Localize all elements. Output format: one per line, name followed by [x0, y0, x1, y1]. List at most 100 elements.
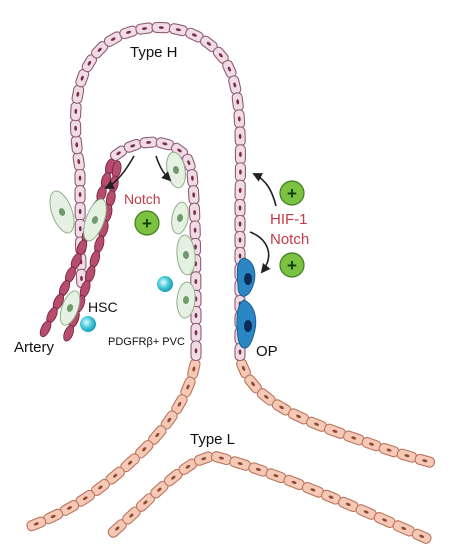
perivascular-cells [49, 151, 196, 326]
cell-nucleus [130, 144, 136, 148]
cell-nucleus [401, 526, 407, 531]
endothelial-cell [228, 75, 242, 95]
osteoprogenitor-cells [236, 257, 257, 349]
endothelial-cell [155, 137, 175, 151]
cell-nucleus [129, 513, 134, 518]
cell-nucleus [233, 82, 237, 88]
cell-nucleus [218, 456, 224, 460]
cell-nucleus [157, 487, 162, 492]
cell-nucleus [239, 169, 242, 175]
cell-nucleus [113, 473, 118, 478]
cell-nucleus [176, 214, 184, 222]
cell-nucleus [351, 436, 357, 440]
endothelial-cell [70, 135, 83, 155]
endothelial-cell [189, 220, 201, 240]
type-h-label: Type H [130, 44, 178, 61]
cell-nucleus [369, 442, 375, 446]
plus-signal-top-right: + [279, 180, 305, 206]
endothelial-cell [187, 185, 200, 205]
cell-nucleus [194, 330, 198, 336]
plus-signal-left: + [134, 210, 160, 236]
cell-nucleus [116, 151, 121, 156]
cell-nucleus [127, 460, 133, 465]
cell-nucleus [332, 429, 338, 433]
endothelial-cell [234, 198, 246, 218]
endothelial-cell [361, 436, 382, 452]
perivascular-cell [83, 198, 107, 242]
cell-nucleus [67, 506, 72, 510]
cell-nucleus [241, 365, 246, 371]
cell-nucleus [87, 60, 92, 66]
cell-nucleus [238, 237, 242, 243]
cell-nucleus [98, 485, 103, 490]
cell-nucleus [296, 414, 301, 419]
cell-nucleus [141, 27, 148, 31]
endothelial-cell [301, 481, 325, 498]
cell-nucleus [382, 518, 388, 522]
type-l-right-branch [236, 358, 436, 468]
cell-nucleus [237, 462, 243, 466]
endothelial-cell [188, 202, 201, 223]
endothelial-cell [378, 442, 400, 458]
cell-nucleus [167, 417, 172, 423]
perivascular-cell [176, 281, 196, 319]
endothelial-cell [414, 453, 436, 468]
cell-nucleus [97, 47, 102, 52]
endothelial-cell [139, 136, 158, 149]
smooth-muscle-cell [39, 320, 52, 338]
hsc-cell [157, 276, 173, 292]
endothelial-cell [186, 169, 199, 188]
notch-arrow-left [104, 155, 135, 189]
cell-nucleus [171, 475, 176, 480]
cell-nucleus [143, 500, 148, 505]
hsc-label: HSC [88, 299, 118, 315]
endothelial-cell [72, 151, 85, 172]
cell-nucleus [110, 37, 116, 41]
op-cell-nucleus [244, 273, 252, 285]
cell-nucleus [193, 209, 196, 216]
perivascular-cell [59, 290, 81, 326]
cell-nucleus [77, 158, 81, 165]
cell-nucleus [142, 447, 147, 452]
cell-nucleus [158, 26, 164, 29]
cell-nucleus [191, 175, 194, 181]
hif1-label: HIF-1 [270, 211, 308, 228]
endothelial-cell [234, 144, 247, 165]
endothelial-cell [411, 528, 432, 544]
signal-arrows [104, 155, 277, 274]
hsc-cell [80, 316, 96, 332]
endothelial-cell [190, 340, 202, 362]
cell-nucleus [155, 432, 160, 438]
cell-nucleus [314, 422, 319, 426]
cell-nucleus [182, 296, 190, 304]
cell-nucleus [238, 221, 242, 227]
svg-text:+: + [287, 184, 297, 203]
notch-label-left: Notch [124, 191, 161, 207]
type-l-vessel [26, 358, 436, 544]
endothelial-cell [234, 230, 246, 250]
endothelial-cell [229, 456, 252, 471]
cell-nucleus [172, 166, 180, 174]
cell-nucleus [404, 454, 410, 458]
cell-nucleus [194, 278, 198, 285]
endothelial-cell [70, 101, 82, 122]
endothelial-cell [392, 520, 415, 537]
cell-nucleus [345, 502, 351, 507]
endothelial-cell [43, 508, 64, 525]
endothelial-cell [26, 516, 47, 532]
cell-nucleus [58, 208, 66, 216]
cell-nucleus [192, 366, 196, 372]
endothelial-cell [135, 22, 154, 35]
artery-label: Artery [14, 339, 55, 356]
endothelial-cell [233, 109, 246, 129]
cell-nucleus [185, 464, 191, 469]
cell-nucleus [76, 91, 80, 97]
cell-nucleus [279, 405, 284, 410]
type-l-left-branch [26, 358, 201, 532]
perivascular-cell [49, 190, 75, 234]
cell-nucleus [78, 175, 82, 181]
endothelial-cell [190, 322, 202, 343]
cell-nucleus [186, 384, 190, 390]
endothelial-cell [69, 119, 82, 138]
